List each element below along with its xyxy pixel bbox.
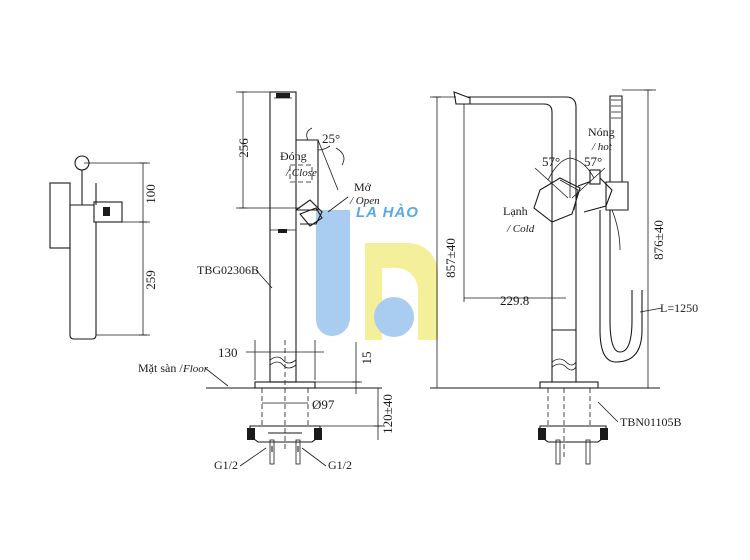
angle-57-right: 57° [584,154,602,169]
side-view: 100 259 [49,155,158,340]
label-hot-vi: Nóng [588,125,615,139]
dim-15: 15 [359,352,374,365]
dim-100: 100 [143,184,158,204]
dim-130: 130 [218,345,238,360]
hose [609,210,633,353]
g-left-label: G1/2 [214,458,238,472]
lever-dot [103,207,110,216]
label-open-vi: Mở [354,180,372,194]
watermark-text: LA HÀO [356,204,419,221]
watermark-yellow-arch [365,243,438,340]
spout-body-side [69,204,97,340]
floor-label-en: Floor [182,363,209,375]
dim-857: 857±40 [443,238,458,278]
hose-length: L=1250 [660,301,698,315]
part-label-left: TBG02306B [197,263,259,277]
dim-97: Ø97 [312,397,335,412]
angle-25: 25° [322,131,340,146]
column-front [269,91,297,383]
g-right-label: G1/2 [328,458,352,472]
watermark-blue-dot [374,297,414,337]
hand-shower [609,95,623,183]
label-close-en: / Close [285,167,317,179]
watermark-logo: LA HÀO [316,204,438,340]
handle-cold [533,177,581,223]
label-cold-vi: Lạnh [503,204,528,218]
label-open-en: / Open [349,195,380,207]
dim-256: 256 [236,138,251,158]
watermark-blue-bar [316,210,350,336]
spout-top-dark [276,93,290,98]
dim-120: 120±40 [380,394,395,434]
angle-57-left: 57° [542,154,560,169]
profile-view: 57° 57° Lạnh / Cold Nóng / hot 857±40 87… [430,89,698,465]
label-cold-en: / Cold [506,223,535,235]
wall-plate [49,182,71,249]
dim-876: 876±40 [651,220,666,260]
front-view: 25° Đóng / Close Mở / Open 256 TBG02306B [138,91,395,472]
label-close-vi: Đóng [280,149,307,163]
dim-259: 259 [143,270,158,290]
floor-label-vi: Mặt sàn / [138,361,183,375]
part-label-right: TBN01105B [620,415,682,429]
base-flange-right [539,381,599,389]
under-floor-box-right [539,425,607,443]
label-hot-en: / hot [591,141,613,153]
dim-229: 229.8 [500,293,529,308]
